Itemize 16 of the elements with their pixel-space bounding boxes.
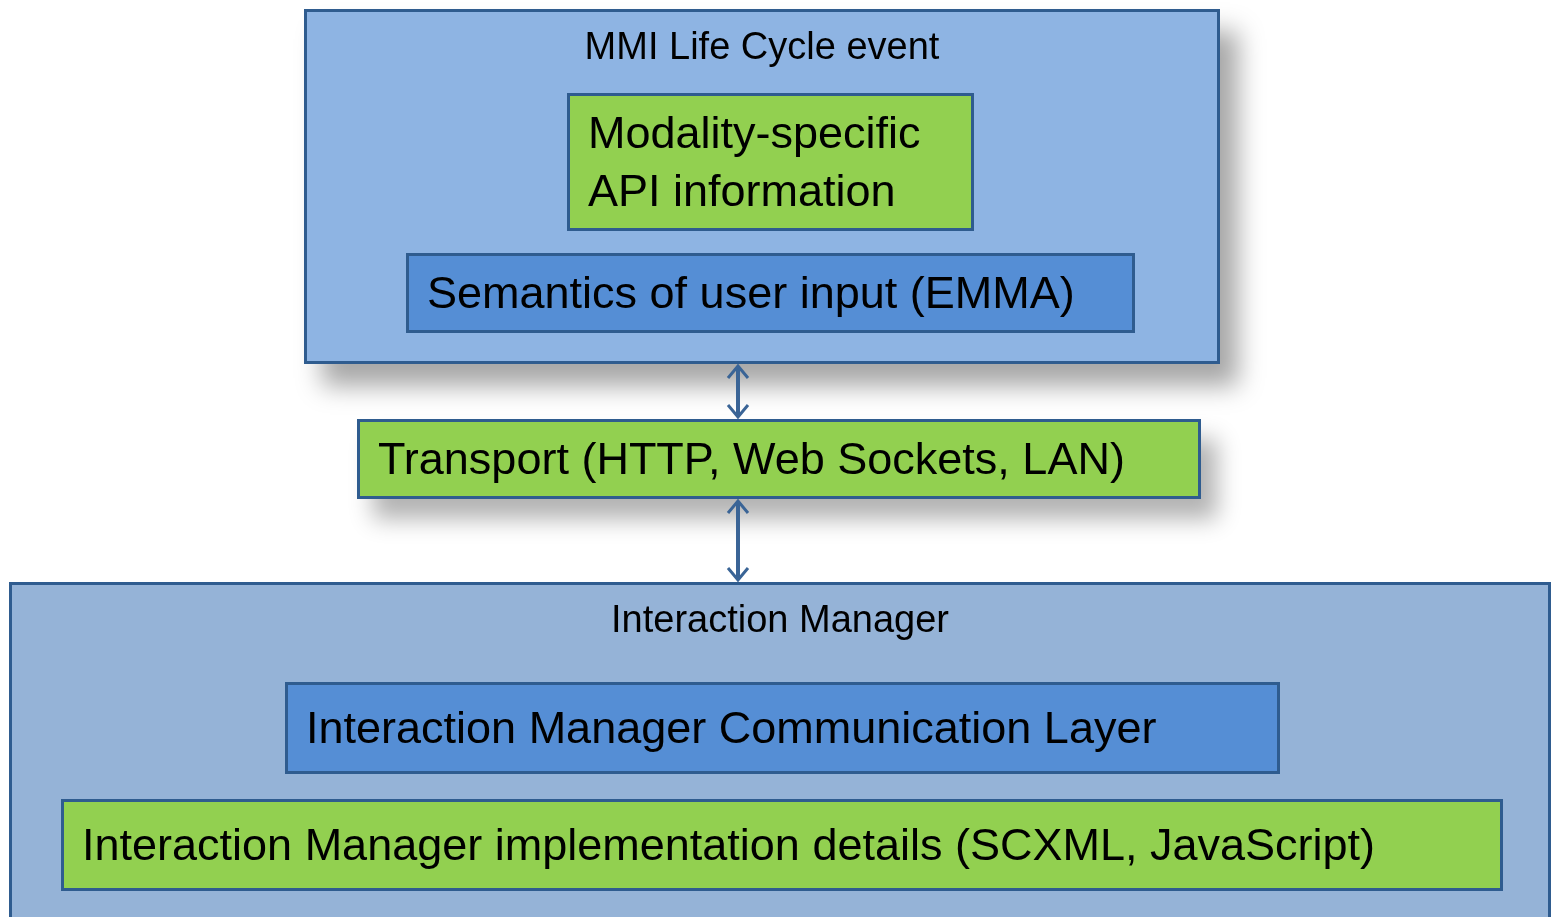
double-arrow bbox=[726, 499, 750, 582]
layer-box bbox=[61, 799, 1503, 891]
layer-label: Interaction Manager implementation details (SCXML, JavaScript) bbox=[82, 818, 1377, 873]
container-title: Interaction Manager bbox=[610, 597, 950, 642]
container-box bbox=[9, 582, 1551, 917]
container-box bbox=[304, 9, 1220, 364]
layer-box bbox=[357, 419, 1201, 499]
container-title: MMI Life Cycle event bbox=[583, 24, 941, 69]
double-arrow bbox=[726, 364, 750, 419]
layer-label: Modality-specific API information bbox=[588, 106, 922, 218]
layer-box bbox=[406, 253, 1135, 333]
layer-box bbox=[285, 682, 1280, 774]
layer-label: Semantics of user input (EMMA) bbox=[427, 266, 1076, 321]
layer-label: Interaction Manager Communication Layer bbox=[306, 701, 1158, 756]
layer-box bbox=[567, 93, 974, 231]
layer-label: Transport (HTTP, Web Sockets, LAN) bbox=[378, 432, 1126, 487]
